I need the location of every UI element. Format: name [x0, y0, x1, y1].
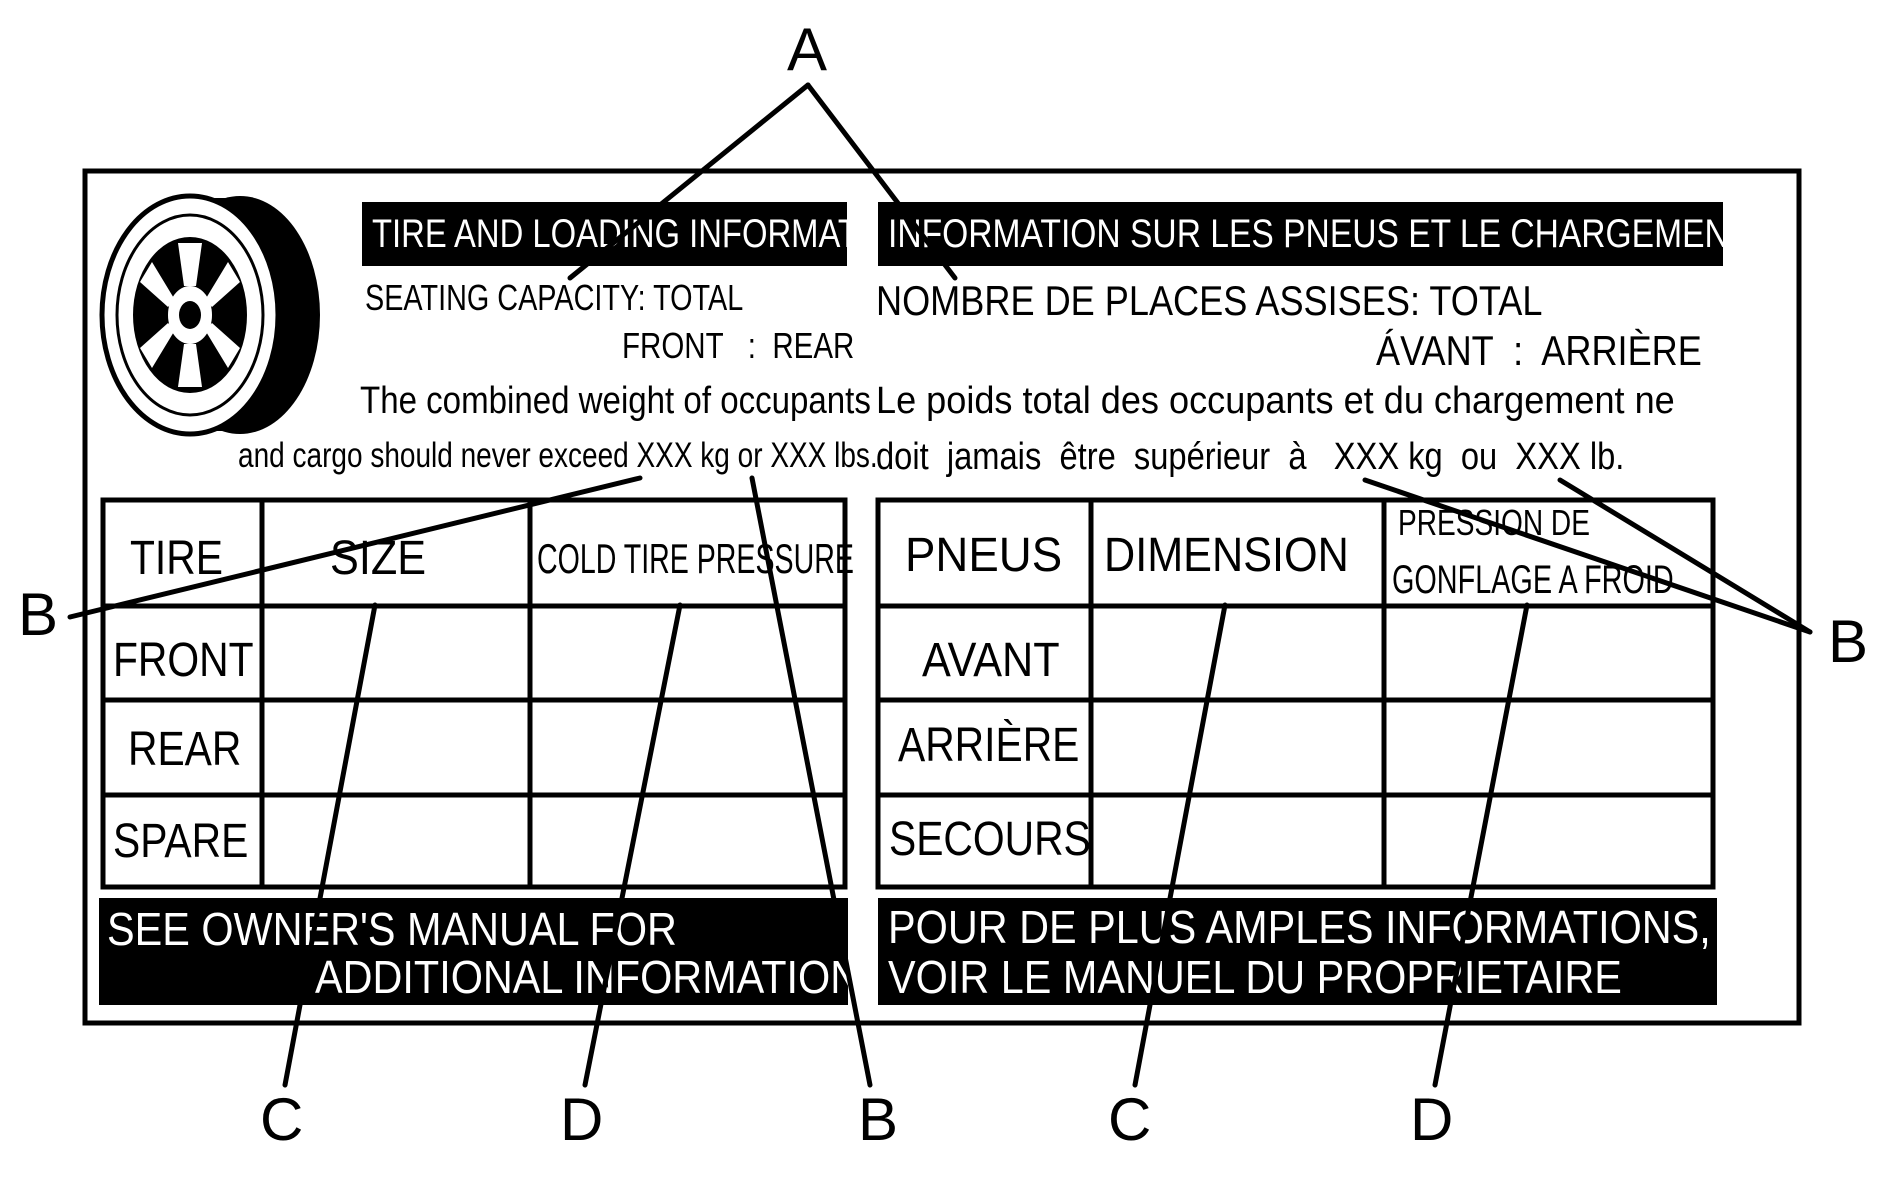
french-col-pneus: PNEUS — [905, 529, 1063, 582]
leader-b-english-lbs — [749, 475, 873, 1088]
callout-d-english: D — [560, 1086, 604, 1153]
french-col-dimension: DIMENSION — [1104, 529, 1349, 582]
french-weight-line2: doit jamais être supérieur à XXX kg ou X… — [876, 436, 1625, 478]
callout-c-french: C — [1108, 1086, 1152, 1153]
french-footer-line1: POUR DE PLUS AMPLES INFORMATIONS, — [888, 901, 1711, 953]
english-header-bar: TIRE AND LOADING INFORMATION — [362, 202, 916, 266]
leader-d-english — [582, 602, 683, 1088]
callout-b-bottom: B — [858, 1086, 899, 1153]
french-header-text: INFORMATION SUR LES PNEUS ET LE CHARGEME… — [888, 212, 1750, 256]
english-row-front: FRONT — [113, 634, 254, 687]
tire-icon — [99, 193, 320, 437]
label-border — [82, 168, 1802, 1026]
french-table-grid — [875, 497, 1716, 890]
leader-a-french — [805, 82, 958, 281]
french-seating-capacity: NOMBRE DE PLACES ASSISES: TOTAL — [876, 277, 1543, 324]
leader-c-french — [1132, 602, 1228, 1088]
callout-d-french: D — [1410, 1086, 1454, 1153]
french-col-pression-line2: GONFLAGE A FROID — [1392, 558, 1674, 602]
french-footer-line2: VOIR LE MANUEL DU PROPRIETAIRE — [888, 951, 1622, 1003]
french-weight-line1: Le poids total des occupants et du charg… — [876, 380, 1675, 422]
english-weight-line2: and cargo should never exceed XXX kg or … — [238, 436, 878, 475]
callout-a: A — [787, 16, 828, 83]
french-footer-bar: POUR DE PLUS AMPLES INFORMATIONS, VOIR L… — [878, 898, 1717, 1005]
callout-c-english: C — [260, 1086, 304, 1153]
leader-a-english — [567, 82, 811, 281]
french-header-bar: INFORMATION SUR LES PNEUS ET LE CHARGEME… — [878, 202, 1749, 266]
english-seating-capacity: SEATING CAPACITY: TOTAL — [365, 277, 744, 318]
english-table-grid — [100, 497, 848, 890]
leader-b-french-lb — [1557, 477, 1813, 635]
leader-c-english — [282, 602, 378, 1088]
english-col-tire: TIRE — [130, 532, 223, 585]
english-footer-bar: SEE OWNER'S MANUAL FOR ADDITIONAL INFORM… — [99, 898, 860, 1005]
callout-b-left: B — [18, 581, 59, 648]
english-footer-line1: SEE OWNER'S MANUAL FOR — [107, 903, 677, 955]
english-footer-line2: ADDITIONAL INFORMATION — [315, 951, 861, 1003]
french-row-avant: AVANT — [922, 634, 1060, 687]
french-row-arriere: ARRIÈRE — [898, 719, 1080, 772]
leader-b-french-kg — [1362, 477, 1813, 635]
leader-b-english-kg — [67, 475, 643, 620]
english-front-rear: FRONT : REAR — [622, 325, 855, 366]
english-weight-line1: The combined weight of occupants — [360, 380, 871, 422]
leader-d-french — [1432, 602, 1530, 1088]
french-front-rear: ÁVANT : ARRIÈRE — [1376, 327, 1702, 374]
english-row-spare: SPARE — [113, 815, 249, 868]
english-row-rear: REAR — [128, 723, 242, 776]
english-col-cold-pressure: COLD TIRE PRESSURE — [537, 535, 854, 582]
callout-b-right: B — [1828, 608, 1869, 675]
french-row-secours: SECOURS — [889, 813, 1091, 866]
